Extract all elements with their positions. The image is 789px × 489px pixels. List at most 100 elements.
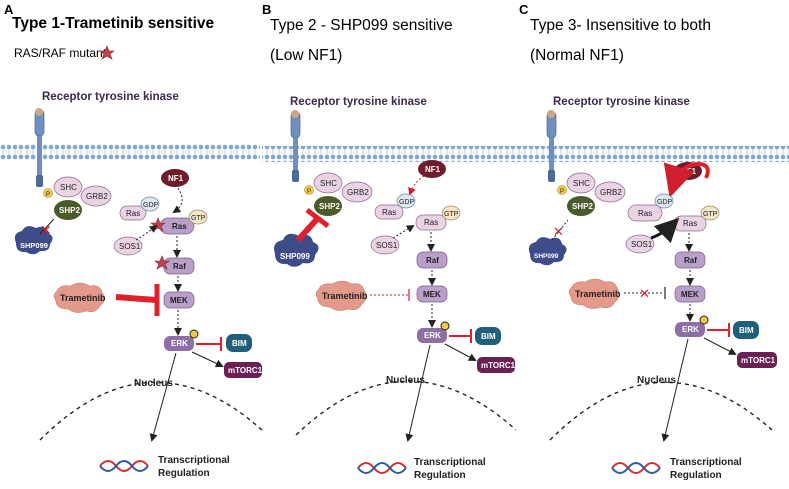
sos1-node <box>625 234 655 254</box>
raf-label: Raf <box>173 262 186 271</box>
erk-node <box>417 328 447 343</box>
erk-label: ERK <box>424 331 441 340</box>
bim-node <box>475 327 501 345</box>
legend-label: RAS/RAF mutant <box>14 46 107 60</box>
panel-a: A Type 1-Trametinib sensitive RAS/RAF mu… <box>0 2 263 479</box>
mek-node <box>416 285 448 303</box>
shp099-node <box>14 226 53 255</box>
gdp-label: GDP <box>143 202 159 209</box>
erk-phospho-icon <box>699 315 709 325</box>
grb2-label: GRB2 <box>86 192 108 201</box>
gdp-label: GDP <box>657 199 673 206</box>
panel-title: Type 3- Insensitive to both <box>530 17 711 34</box>
trametinib-label: Trametinib <box>60 293 106 303</box>
ras-gdp-node <box>119 205 147 221</box>
sos1-node <box>370 235 400 255</box>
gtp-label: GTP <box>191 215 206 222</box>
nucleus-label: Nucleus <box>386 375 425 386</box>
ras-gtp-label: Ras <box>683 219 697 228</box>
erk-to-mtorc1-arrow <box>703 337 737 355</box>
nf1-node <box>418 160 446 178</box>
shp099-label: SHP099 <box>20 241 48 250</box>
ras-gdp-label: Ras <box>638 209 652 218</box>
panel-title: Type 2 - SHP099 sensitive <box>270 17 453 34</box>
nf1-label: NF1 <box>425 165 441 174</box>
mek-node <box>163 291 195 309</box>
panel-letter: B <box>262 2 271 17</box>
transcription-label: Transcriptional <box>670 457 742 468</box>
gtp-node <box>188 209 208 225</box>
cell-membrane <box>524 146 789 162</box>
phospho-label: P <box>46 192 50 198</box>
panel-b: B Type 2 - SHP099 sensitive (Low NF1) Re… <box>262 2 524 481</box>
receptor-tyrosine-kinase-icon <box>290 110 301 182</box>
erk-label: ERK <box>682 325 699 334</box>
nucleus-envelope <box>549 381 773 441</box>
shp099-inhibition-bar <box>305 208 330 228</box>
mek-label: MEK <box>170 296 188 305</box>
ras-gdp-node <box>627 204 663 222</box>
trametinib-label: Trametinib <box>322 291 368 301</box>
shp2-label: SHP2 <box>319 202 340 211</box>
mtorc1-label: mTORC1 <box>481 361 516 370</box>
shp2-node <box>567 196 595 216</box>
sos1-node <box>113 236 143 256</box>
dna-icon <box>99 460 149 472</box>
gdp-label: GDP <box>399 199 415 206</box>
panel-subtitle: (Normal NF1) <box>530 47 624 64</box>
transcription-label: Transcriptional <box>414 457 486 468</box>
phospho-icon <box>304 185 314 195</box>
cell-membrane <box>262 146 524 162</box>
erk-phospho-icon <box>189 329 199 339</box>
panel-title: Type 1-Trametinib sensitive <box>12 15 215 32</box>
shp099-node <box>528 237 567 266</box>
nucleus-envelope <box>39 381 263 441</box>
ras-gtp-label: Ras <box>172 222 187 231</box>
sos1-label: SOS1 <box>119 242 141 251</box>
nucleus-label: Nucleus <box>134 378 173 389</box>
regulation-label: Regulation <box>670 470 722 481</box>
receptor-tyrosine-kinase-icon <box>34 108 45 187</box>
nf1-gap-arrow <box>663 161 710 198</box>
nf1-node <box>161 169 189 187</box>
receptor-tyrosine-kinase-icon <box>546 110 557 182</box>
erk-node <box>164 336 194 351</box>
phospho-label: P <box>560 189 564 195</box>
sos1-gef-arrow <box>135 224 158 241</box>
grb2-label: GRB2 <box>347 188 369 197</box>
erk-to-mtorc1-arrow <box>191 351 224 368</box>
nf1-gap-arrow <box>408 175 425 196</box>
shp099-label: SHP099 <box>534 253 559 260</box>
block-x-icon: ✕ <box>639 287 650 302</box>
mtorc1-label: mTORC1 <box>228 366 263 375</box>
shp2-label: SHP2 <box>59 206 80 215</box>
panel-subtitle: (Low NF1) <box>270 47 342 64</box>
shc-node <box>53 176 83 198</box>
mutant-star-legend-icon <box>99 45 115 60</box>
panel-letter: C <box>519 2 529 17</box>
mtorc1-label: mTORC1 <box>741 356 776 365</box>
mtorc1-node <box>737 352 777 368</box>
nf1-label: NF1 <box>168 174 184 183</box>
bim-node <box>733 321 759 339</box>
sos1-label: SOS1 <box>631 240 653 249</box>
sos1-gef-arrow <box>650 217 680 244</box>
shc-label: SHC <box>60 183 77 192</box>
phospho-icon <box>43 188 53 198</box>
erk-node <box>675 322 705 337</box>
erk-to-dna-arrow <box>405 344 431 442</box>
bim-node <box>226 334 252 352</box>
grb2-node <box>341 181 373 203</box>
receptor-label: Receptor tyrosine kinase <box>553 96 690 108</box>
grb2-node <box>80 185 112 207</box>
shc-label: SHC <box>320 179 337 188</box>
shp2-label: SHP2 <box>572 202 593 211</box>
mtorc1-node <box>224 362 262 378</box>
shc-label: SHC <box>573 179 590 188</box>
ras-gdp-label: Ras <box>382 208 396 217</box>
regulation-label: Regulation <box>414 470 466 481</box>
mtorc1-node <box>477 357 515 373</box>
block-x-icon: ✕ <box>40 223 52 239</box>
gtp-label: GTP <box>703 211 718 218</box>
regulation-label: Regulation <box>158 468 210 479</box>
